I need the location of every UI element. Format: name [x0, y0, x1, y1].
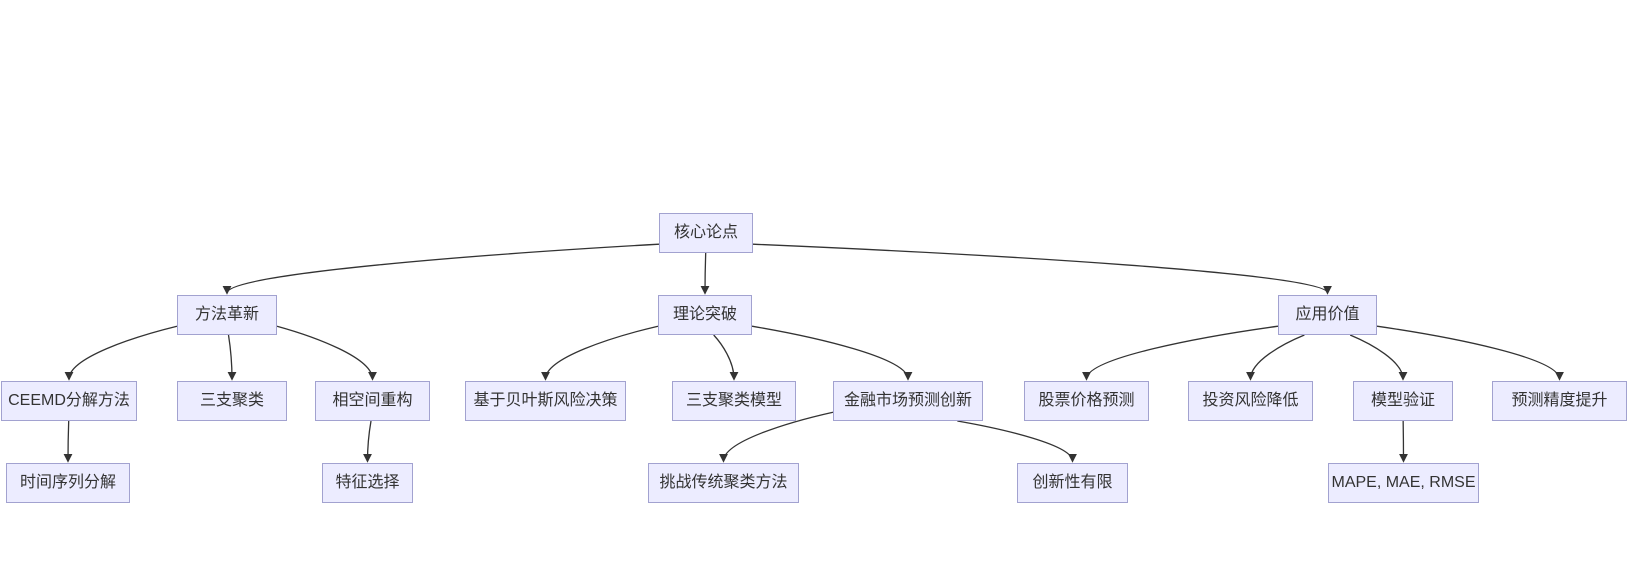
edge-finance-challenge — [719, 411, 834, 463]
node-ceemd: CEEMD分解方法 — [1, 381, 137, 421]
node-application: 应用价值 — [1278, 295, 1377, 335]
edge-root-application — [752, 243, 1332, 295]
edge-phase-feature — [363, 420, 373, 463]
edge-application-risk — [1246, 334, 1305, 381]
node-label: 股票价格预测 — [1038, 392, 1135, 410]
node-challenge: 挑战传统聚类方法 — [648, 463, 799, 503]
node-phase: 相空间重构 — [315, 381, 430, 421]
edge-theory-twcmodel — [713, 334, 739, 381]
node-root: 核心论点 — [659, 213, 753, 253]
node-threeway: 三支聚类 — [177, 381, 287, 421]
node-label: 核心论点 — [673, 224, 738, 242]
node-label: 预测精度提升 — [1511, 392, 1608, 410]
edge-method-ceemd — [64, 325, 178, 381]
node-label: 模型验证 — [1370, 392, 1435, 410]
node-label: 时间序列分解 — [19, 474, 116, 492]
edge-application-validation — [1349, 334, 1408, 381]
node-stock: 股票价格预测 — [1024, 381, 1149, 421]
node-limited: 创新性有限 — [1017, 463, 1128, 503]
node-bayes: 基于贝叶斯风险决策 — [465, 381, 626, 421]
node-label: MAPE, MAE, RMSE — [1331, 474, 1476, 492]
node-label: 三支聚类 — [199, 392, 264, 410]
node-accuracy: 预测精度提升 — [1492, 381, 1627, 421]
node-tsdecomp: 时间序列分解 — [6, 463, 130, 503]
node-label: 金融市场预测创新 — [843, 392, 972, 410]
edge-group — [63, 243, 1564, 463]
node-label: 创新性有限 — [1032, 474, 1113, 492]
node-label: 应用价值 — [1295, 306, 1360, 324]
node-metrics: MAPE, MAE, RMSE — [1328, 463, 1479, 503]
node-label: 方法革新 — [194, 306, 259, 324]
edge-root-theory — [700, 252, 710, 295]
edge-theory-bayes — [541, 325, 659, 381]
edge-ceemd-tsdecomp — [63, 420, 73, 463]
node-label: 理论突破 — [672, 306, 737, 324]
node-label: 三支聚类模型 — [685, 392, 782, 410]
edge-application-stock — [1082, 325, 1279, 381]
node-validation: 模型验证 — [1353, 381, 1453, 421]
node-label: 挑战传统聚类方法 — [659, 474, 788, 492]
node-label: 特征选择 — [335, 474, 400, 492]
edge-method-threeway — [227, 334, 237, 381]
node-label: 投资风险降低 — [1202, 392, 1299, 410]
edge-application-accuracy — [1376, 325, 1564, 381]
edge-theory-finance — [751, 325, 913, 381]
node-method: 方法革新 — [177, 295, 277, 335]
node-label: 相空间重构 — [332, 392, 413, 410]
edge-finance-limited — [957, 420, 1077, 463]
node-risk: 投资风险降低 — [1188, 381, 1313, 421]
node-label: CEEMD分解方法 — [8, 392, 130, 410]
node-finance: 金融市场预测创新 — [833, 381, 983, 421]
node-feature: 特征选择 — [322, 463, 413, 503]
node-theory: 理论突破 — [658, 295, 752, 335]
edge-root-method — [222, 243, 660, 295]
node-twcmodel: 三支聚类模型 — [672, 381, 796, 421]
node-label: 基于贝叶斯风险决策 — [473, 392, 618, 410]
edge-method-phase — [276, 325, 377, 381]
